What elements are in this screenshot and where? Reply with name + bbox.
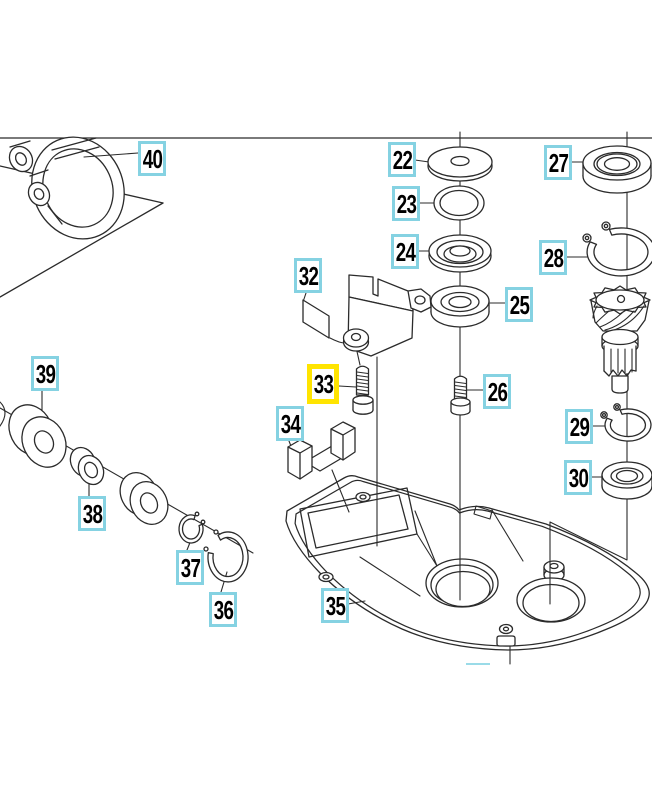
part-label-37[interactable]: 37 [176,550,204,585]
part-drawing-26-screw [450,375,471,416]
part-drawing-38-spacer-ring [69,446,105,486]
part-drawing-39-bearing [8,404,67,468]
part-drawing-30-bearing [601,461,652,500]
part-number-22: 22 [392,144,412,175]
part-number-25: 25 [509,289,529,320]
part-label-24[interactable]: 24 [391,234,419,269]
part-drawing-35-base-plate [285,475,650,651]
part-drawing-23-sealing-ring [433,185,485,221]
part-number-37: 37 [180,552,200,583]
part-drawing-24-cup-washer [428,234,492,273]
part-drawing-29-circlip [600,403,652,442]
part-drawing-bevel-gear [589,285,651,394]
part-label-34[interactable]: 34 [276,406,304,441]
part-number-30: 30 [568,462,588,493]
part-label-30[interactable]: 30 [564,460,592,495]
part-label-32[interactable]: 32 [294,258,322,293]
part-label-39[interactable]: 39 [31,356,59,391]
part-drawing-32-bracket [302,274,432,357]
part-drawing-37-circlip [178,511,206,544]
part-label-36[interactable]: 36 [209,592,237,627]
part-number-39: 39 [35,358,55,389]
part-drawing-washer-mid [119,472,169,525]
part-number-23: 23 [396,188,416,219]
part-number-34: 34 [280,408,300,439]
part-label-27[interactable]: 27 [544,145,572,180]
part-label-33-highlighted[interactable]: 33 [307,364,339,404]
part-number-32: 32 [298,260,318,291]
part-drawing-28-circlip [582,221,652,277]
part-drawing-33-screw [352,365,374,415]
part-number-33: 33 [313,369,333,399]
part-label-40[interactable]: 40 [138,141,166,176]
part-number-38: 38 [82,498,102,529]
part-number-29: 29 [569,411,589,442]
part-drawing-36-circlip [203,529,249,583]
part-drawing-25-bearing [430,285,490,328]
part-number-36: 36 [213,594,233,625]
part-label-35[interactable]: 35 [321,588,349,623]
part-number-28: 28 [543,242,563,273]
part-drawing-40-clamp [0,136,164,298]
part-number-40: 40 [142,143,162,174]
part-label-23[interactable]: 23 [392,186,420,221]
part-label-25[interactable]: 25 [505,287,533,322]
part-label-38[interactable]: 38 [78,496,106,531]
part-number-35: 35 [325,590,345,621]
part-number-27: 27 [548,147,568,178]
part-drawing-22-washer [427,146,493,182]
part-label-29[interactable]: 29 [565,409,593,444]
part-number-24: 24 [395,236,415,267]
part-drawing-27-bearing [582,145,652,194]
part-number-26: 26 [487,376,507,407]
part-drawing-34-damper [287,421,356,480]
part-label-26[interactable]: 26 [483,374,511,409]
part-label-22[interactable]: 22 [388,142,416,177]
part-label-28[interactable]: 28 [539,240,567,275]
